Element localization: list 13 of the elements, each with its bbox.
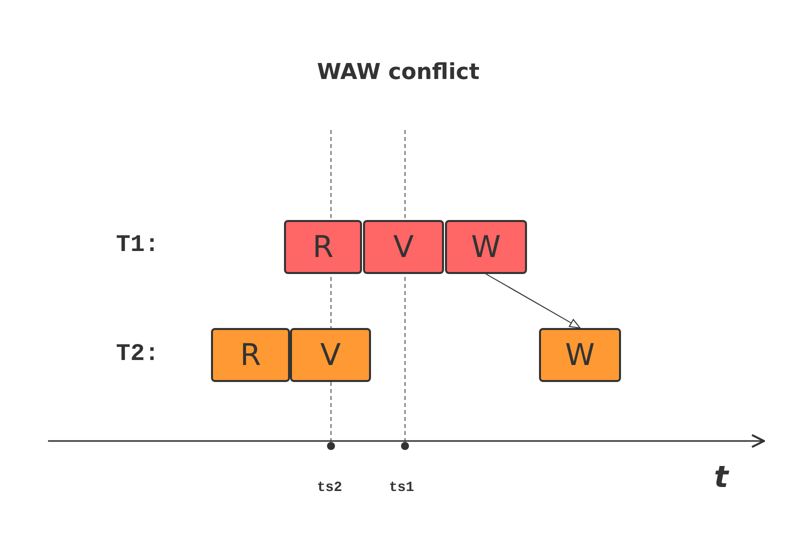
arrow: [486, 274, 580, 328]
operation-box: V: [363, 220, 444, 274]
diagram-title: WAW conflict: [317, 60, 480, 85]
operation-box: W: [445, 220, 527, 274]
timestamp-label: ts2: [317, 480, 342, 496]
operation-box: W: [539, 328, 621, 382]
row-label: T2:: [116, 341, 160, 368]
timestamp-label: ts1: [389, 480, 414, 496]
axis-label: t: [714, 460, 728, 495]
operation-box: R: [211, 328, 290, 382]
operation-box: R: [284, 220, 362, 274]
row-label: T1:: [116, 232, 160, 259]
operation-box: V: [290, 328, 371, 382]
